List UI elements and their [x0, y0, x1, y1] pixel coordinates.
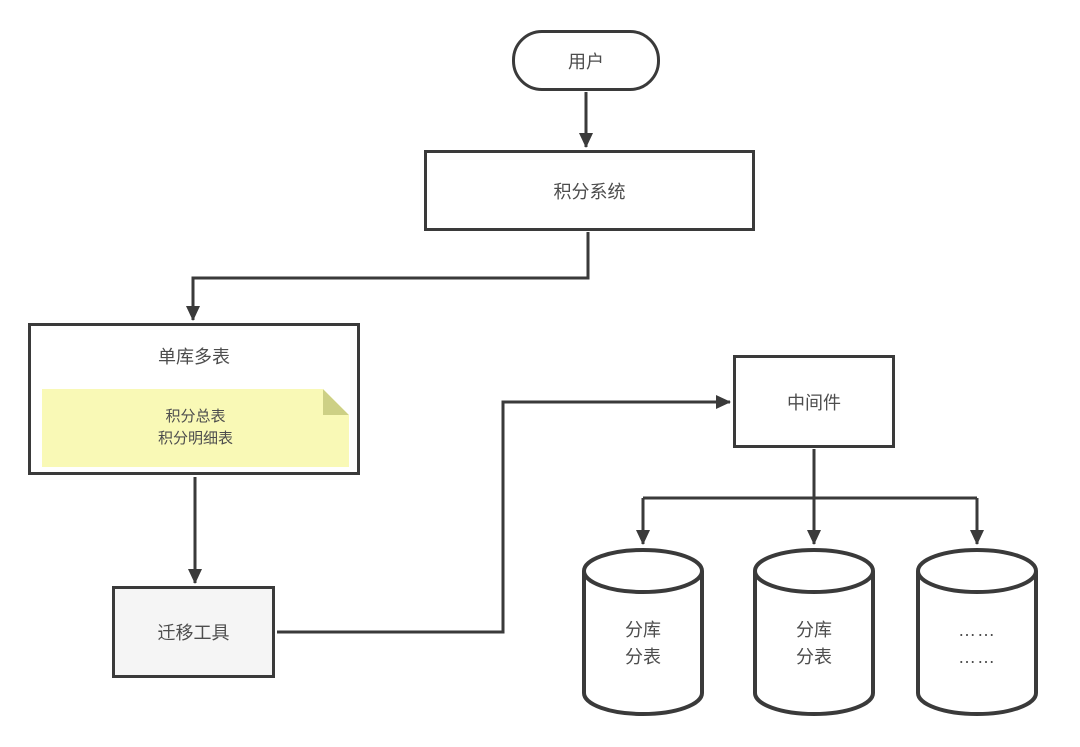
node-middleware-label: 中间件: [787, 392, 841, 413]
shard-db-1-label: 分库 分表: [583, 617, 703, 671]
database-cylinder-2: [753, 548, 875, 716]
shard-db-3-label: …… ……: [917, 617, 1037, 671]
node-single-db: 单库多表 积分总表 积分明细表: [28, 323, 360, 475]
node-migration-tool-label: 迁移工具: [157, 623, 230, 643]
connector-migration-tool-to-middleware: [277, 395, 731, 634]
node-points-system-label: 积分系统: [553, 181, 626, 202]
database-cylinder-3: [916, 548, 1038, 716]
shard-db-1-line2: 分表: [625, 647, 661, 667]
sticky-note-line1: 积分总表: [165, 408, 226, 425]
node-middleware: 中间件: [733, 355, 895, 448]
sticky-note-fold-corner: [323, 389, 349, 415]
sticky-note-tables: 积分总表 积分明细表: [42, 389, 349, 467]
node-migration-tool: 迁移工具: [112, 586, 275, 678]
shard-db-2-line2: 分表: [796, 647, 832, 667]
shard-db-3-line1: ……: [958, 620, 996, 640]
connector-middleware-stem: [643, 449, 977, 500]
shard-db-2-line1: 分库: [796, 620, 832, 640]
node-single-db-label: 单库多表: [158, 347, 230, 367]
node-user-label: 用户: [568, 51, 604, 72]
shard-db-1-line1: 分库: [625, 620, 661, 640]
shard-db-2-label: 分库 分表: [754, 617, 874, 671]
node-user: 用户: [512, 30, 660, 91]
node-points-system: 积分系统: [424, 150, 755, 231]
shard-db-3-line2: ……: [958, 647, 996, 667]
connector-points-system-to-single-db: [186, 232, 590, 321]
sticky-note-line2: 积分明细表: [157, 430, 233, 447]
database-cylinder-1: [582, 548, 704, 716]
